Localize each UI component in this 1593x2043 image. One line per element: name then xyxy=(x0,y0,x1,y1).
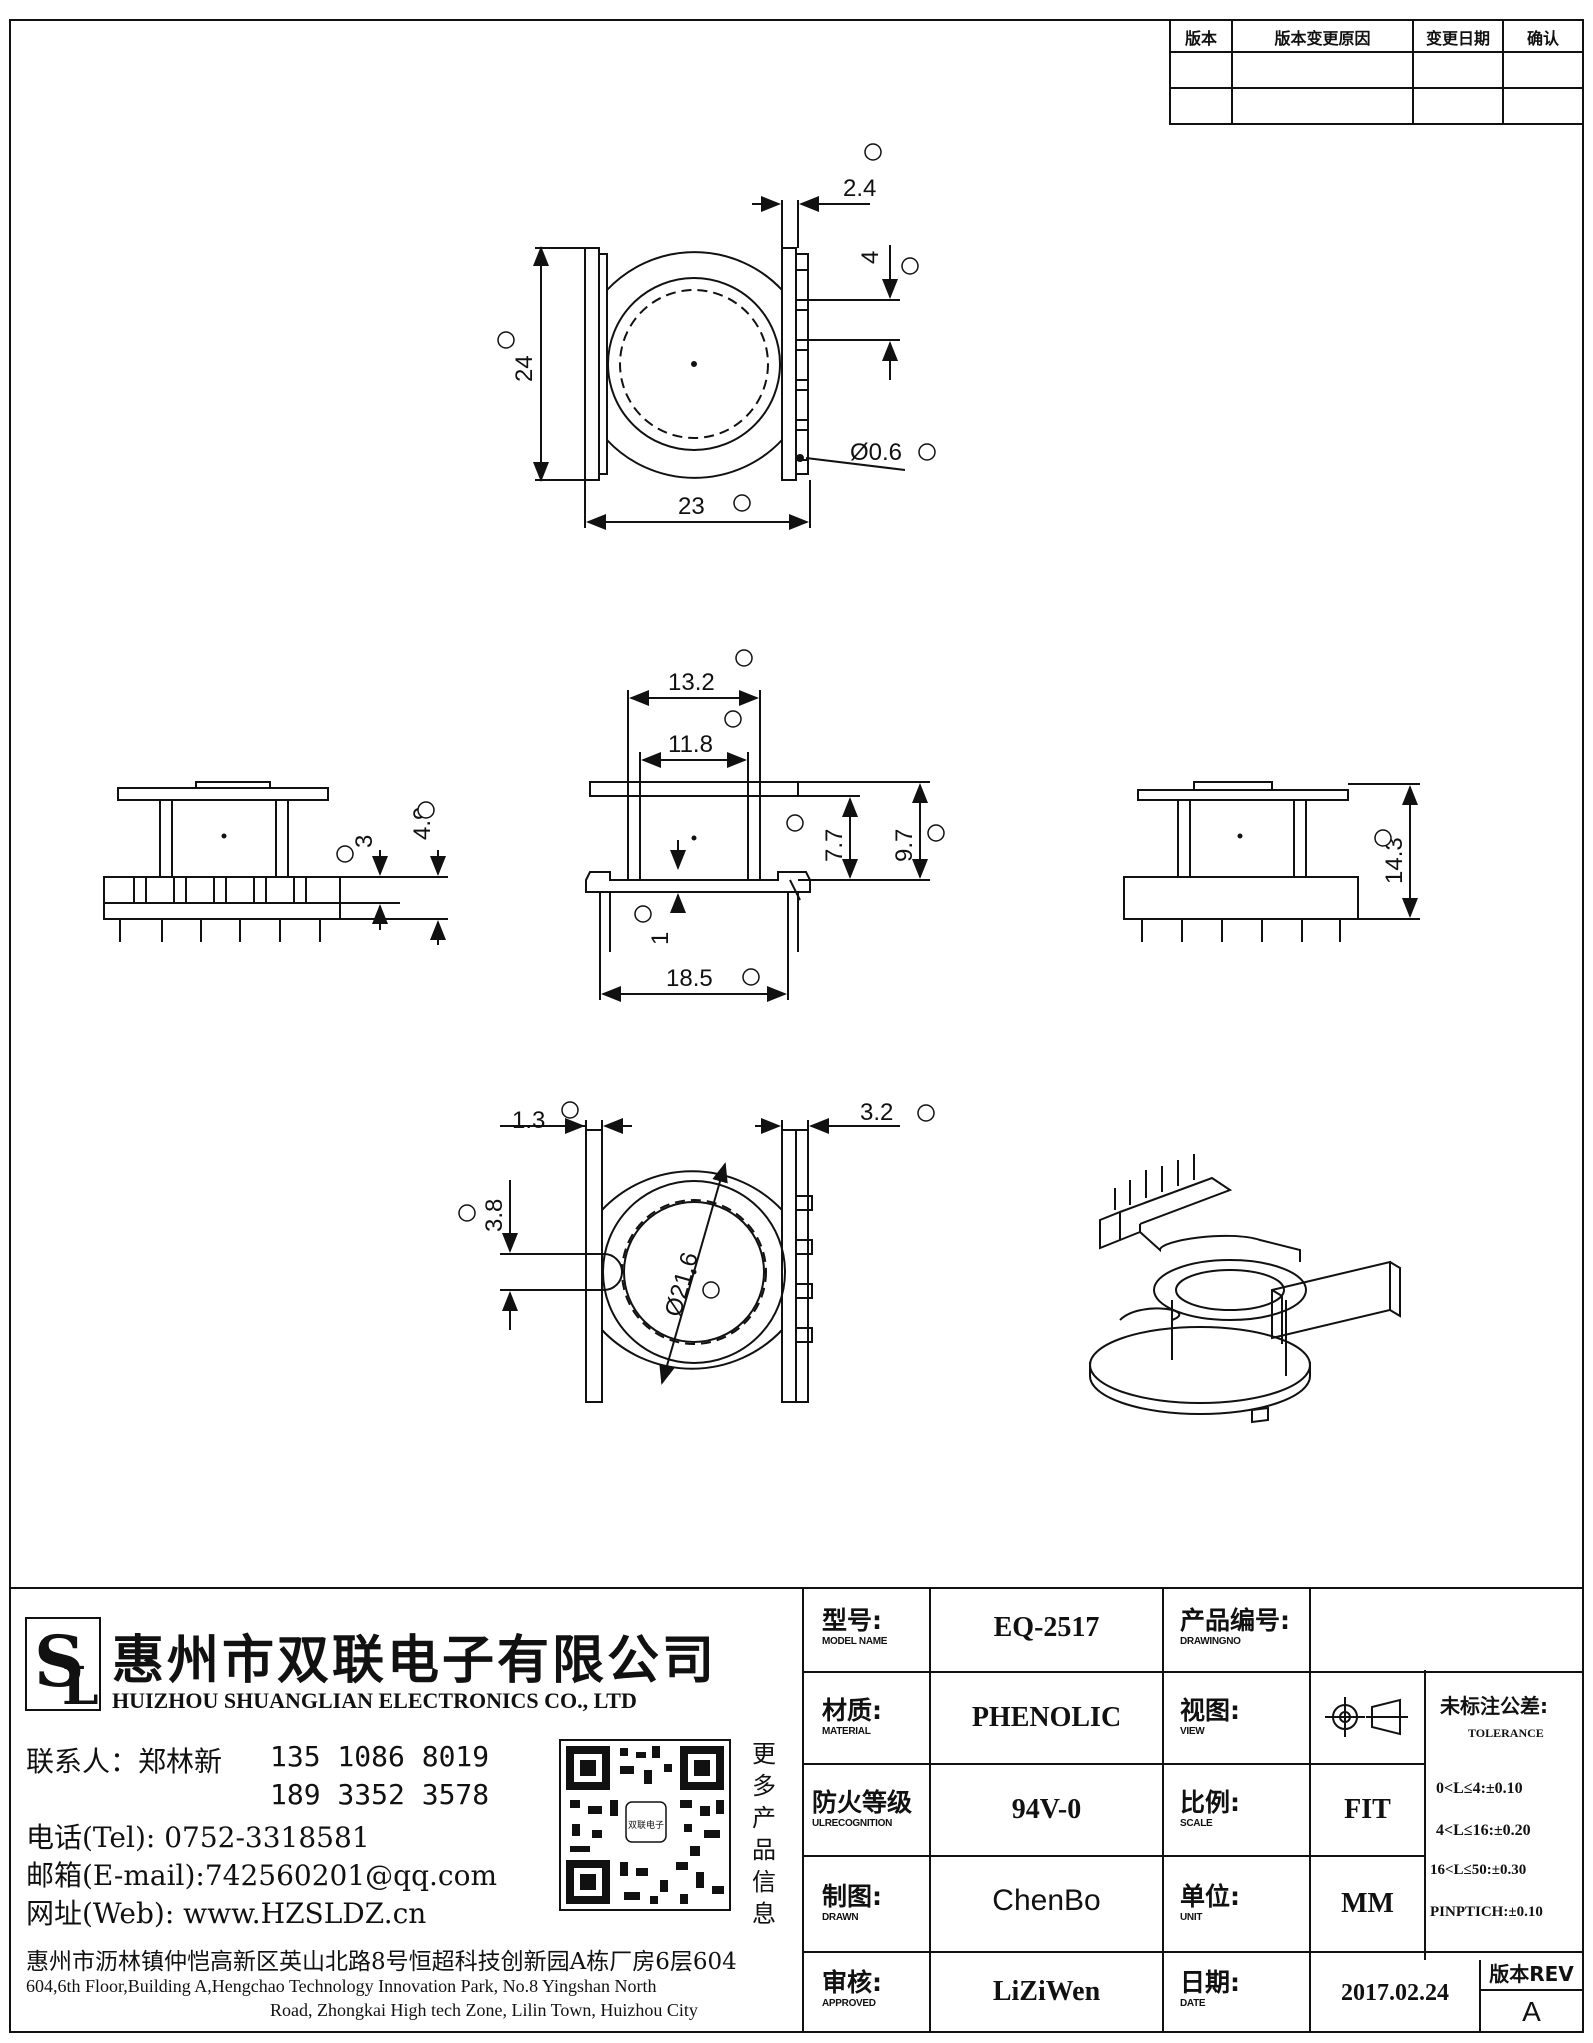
dim-e: 23 xyxy=(678,493,705,520)
top-view xyxy=(533,196,906,530)
label-date: 日期:DATE xyxy=(1180,1968,1240,2009)
value-model: EQ-2517 xyxy=(993,1612,1100,1643)
isometric-view xyxy=(1089,1154,1401,1424)
dim-b: 4 xyxy=(857,251,884,264)
dim-g: 11.8 xyxy=(668,731,713,758)
dim-f: 13.2 xyxy=(668,669,715,696)
rev-header-date: 变更日期 xyxy=(1425,29,1490,48)
tolerance-title: 未标注公差: xyxy=(1440,1694,1548,1718)
contact-phone-2: 189 3352 3578 xyxy=(270,1778,490,1811)
company-logo: S L xyxy=(25,1617,101,1717)
revision-table xyxy=(1169,19,1584,125)
value-approved: LiZiWen xyxy=(992,1976,1101,2007)
tolerance-en: TOLERANCE xyxy=(1468,1726,1544,1740)
dim-l: 3 xyxy=(351,835,378,848)
dim-d: Ø0.6 xyxy=(850,439,902,466)
tolerance-1: 0<L≤4:±0.10 xyxy=(1436,1780,1523,1797)
front-view xyxy=(585,690,930,1002)
address-cn: 惠州市沥林镇仲恺高新区英山北路8号恒超科技创新园A栋厂房6层604 xyxy=(26,1949,737,1975)
projection-symbol xyxy=(1325,1697,1408,1737)
dim-c: 24 xyxy=(511,355,538,382)
dim-r: Ø21.6 xyxy=(660,1249,704,1319)
value-date: 2017.02.24 xyxy=(1341,1980,1449,2006)
company-name-cn: 惠州市双联电子有限公司 xyxy=(112,1630,718,1691)
label-material: 材质:MATERIAL xyxy=(822,1696,882,1737)
contact-phone-1: 135 1086 8019 xyxy=(270,1740,490,1773)
dim-i: 9.7 xyxy=(891,829,918,862)
label-scale: 比例:SCALE xyxy=(1180,1788,1240,1829)
svg-text:S: S xyxy=(34,1620,85,1703)
contact-web: 网址(Web): www.HZSLDZ.cn xyxy=(26,1897,427,1930)
dim-q: 3.8 xyxy=(481,1199,508,1232)
value-revision: A xyxy=(1522,1996,1541,2027)
rev-header-version: 版本 xyxy=(1184,29,1217,48)
qr-caption: 更多产品信息 xyxy=(752,1740,776,1928)
label-revision: 版本REV xyxy=(1489,1962,1574,1986)
tolerance-3: 16<L≤50:±0.30 xyxy=(1430,1862,1527,1878)
value-unit: MM xyxy=(1341,1888,1394,1919)
tolerance-4: PINPTICH:±0.10 xyxy=(1430,1904,1543,1920)
value-drawn: ChenBo xyxy=(992,1884,1101,1917)
dim-a: 2.4 xyxy=(843,175,876,202)
label-drawn: 制图:DRAWN xyxy=(822,1882,882,1923)
dimension-tags xyxy=(336,143,1392,1299)
value-material: PHENOLIC xyxy=(971,1702,1122,1733)
dim-j: 1 xyxy=(647,932,674,945)
label-approved: 审核:APPROVED xyxy=(822,1968,882,2009)
right-side-view xyxy=(1123,781,1420,942)
contact-email: 邮箱(E-mail):742560201@qq.com xyxy=(26,1859,498,1892)
bottom-view xyxy=(500,1118,900,1403)
label-model: 型号:MODEL NAME xyxy=(822,1606,888,1647)
label-unit: 单位:UNIT xyxy=(1180,1882,1240,1923)
qr-code xyxy=(559,1739,731,1911)
address-en-1: 604,6th Floor,Building A,Hengchao Techno… xyxy=(26,1976,657,1996)
label-drawingno: 产品编号:DRAWINGNO xyxy=(1180,1606,1290,1647)
value-fire-rating: 94V-0 xyxy=(1011,1794,1082,1825)
svg-text:L: L xyxy=(62,1656,99,1717)
qr-center-text: 双联电子 xyxy=(628,1819,664,1831)
left-side-view xyxy=(103,781,448,945)
value-scale: FIT xyxy=(1344,1794,1391,1825)
dim-k: 18.5 xyxy=(666,965,713,992)
tolerance-2: 4<L≤16:±0.20 xyxy=(1436,1822,1531,1839)
contact-person: 联系人：郑林新 xyxy=(26,1745,223,1778)
dim-h: 7.7 xyxy=(821,829,848,862)
label-view: 视图:VIEW xyxy=(1180,1696,1240,1737)
rev-header-confirm: 确认 xyxy=(1526,29,1559,48)
dim-o: 1.3 xyxy=(512,1107,545,1134)
address-en-2: Road, Zhongkai High tech Zone, Lilin Tow… xyxy=(270,2000,698,2020)
title-block xyxy=(10,1587,1583,2032)
company-name-en: HUIZHOU SHUANGLIAN ELECTRONICS CO., LTD xyxy=(112,1688,637,1713)
dim-p: 3.2 xyxy=(860,1099,893,1126)
drawing-border xyxy=(9,19,1584,2033)
contact-tel: 电话(Tel): 0752-3318581 xyxy=(26,1821,370,1854)
rev-header-reason: 版本变更原因 xyxy=(1274,29,1371,48)
